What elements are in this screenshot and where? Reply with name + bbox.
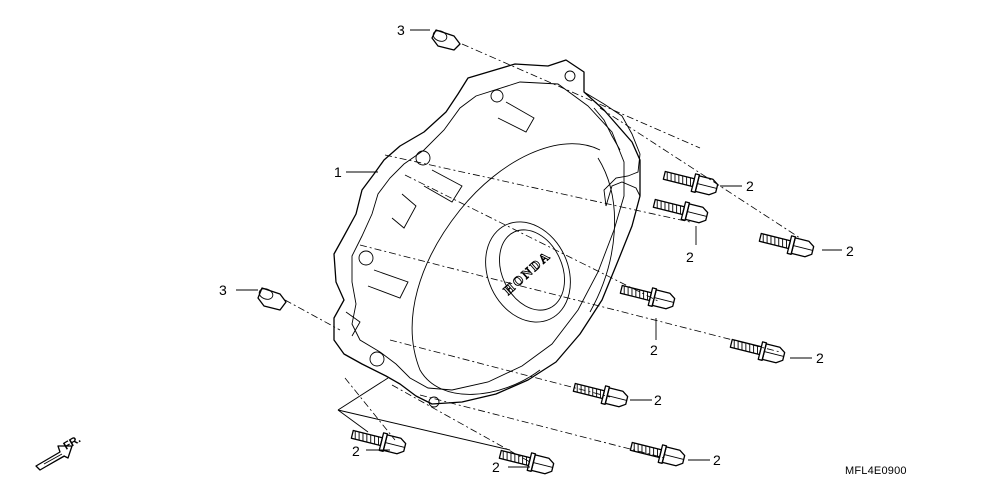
callout-3-dowel-upper: 3 xyxy=(397,22,405,38)
front-label: FR. xyxy=(62,433,83,452)
flange-bolt xyxy=(498,449,555,475)
flange-bolt xyxy=(729,338,786,364)
flange-bolt xyxy=(652,198,709,224)
callout-3-dowel-lower: 3 xyxy=(219,282,227,298)
flange-bolt xyxy=(619,284,676,310)
flange-bolt xyxy=(662,170,719,196)
callout-2-bolt-b: 2 xyxy=(686,249,694,265)
callout-2-bolt-g: 2 xyxy=(713,452,721,468)
flange-bolt xyxy=(572,382,629,408)
dowel-pin-lower xyxy=(257,287,287,311)
callouts: 1 3 3 2 2 2 2 2 2 2 2 2 xyxy=(219,22,854,475)
front-direction-arrow: FR. xyxy=(35,433,83,471)
center-lines xyxy=(284,43,801,463)
diagram-code: MFL4E0900 xyxy=(845,465,907,477)
flange-bolts xyxy=(350,170,815,475)
callout-2-bolt-c: 2 xyxy=(846,243,854,259)
callout-2-bolt-i: 2 xyxy=(492,459,500,475)
callout-1-cover: 1 xyxy=(334,164,342,180)
callout-2-bolt-f: 2 xyxy=(654,392,662,408)
flange-bolt xyxy=(758,232,815,258)
flange-bolt xyxy=(629,441,686,467)
honda-emblem-text: HONDA xyxy=(500,248,553,298)
callout-2-bolt-a: 2 xyxy=(746,178,754,194)
dowel-pin-upper xyxy=(431,29,461,51)
callout-2-bolt-h: 2 xyxy=(352,443,360,459)
callout-2-bolt-e: 2 xyxy=(816,350,824,366)
generator-cover: HONDA xyxy=(333,59,641,408)
callout-2-bolt-d: 2 xyxy=(650,342,658,358)
leader-lines xyxy=(236,29,842,468)
